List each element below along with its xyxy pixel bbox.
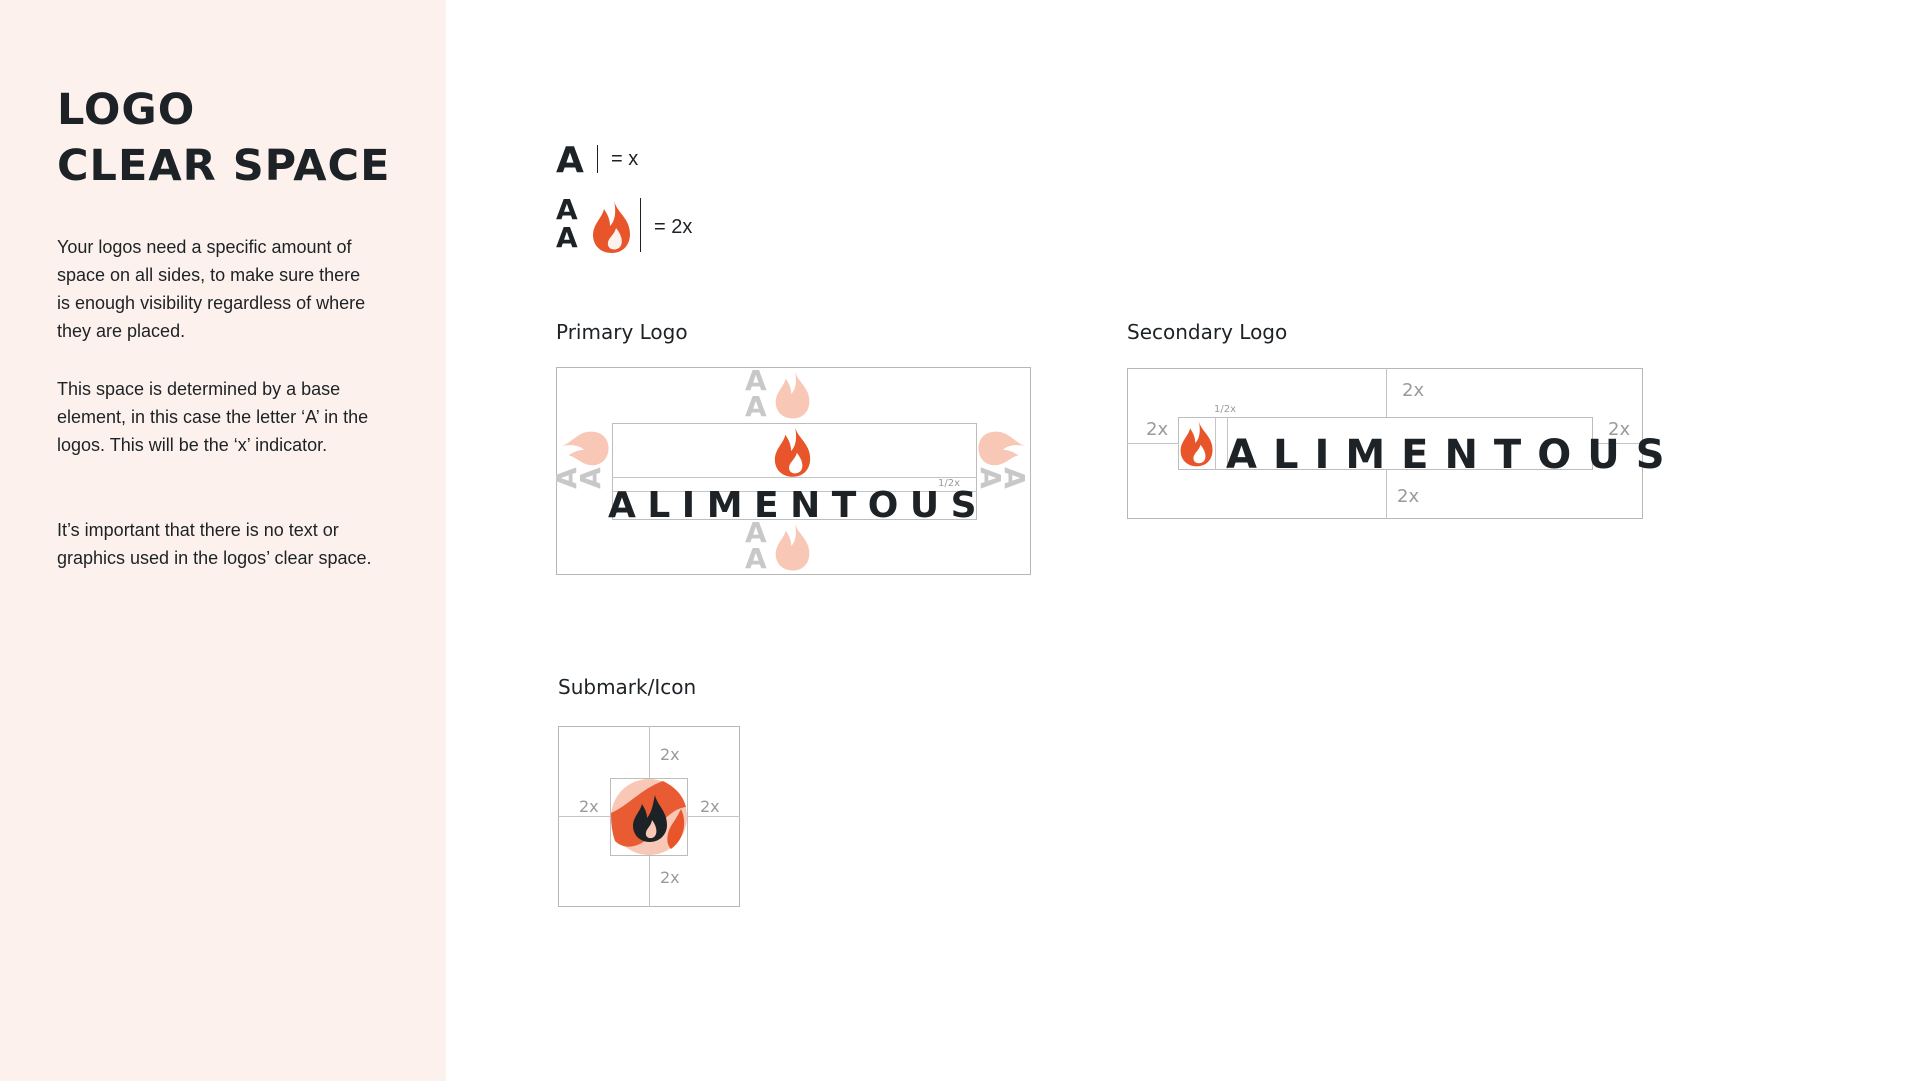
secondary-wordmark: ALIMENTOUS: [1226, 432, 1681, 478]
sidebar-panel: LOGO CLEAR SPACE Your logos need a speci…: [0, 0, 446, 1081]
secondary-right-spacing-label: 2x: [1608, 419, 1631, 440]
ghost-letter-bottom-1: A: [745, 516, 767, 549]
secondary-left-spacing-label: 2x: [1146, 419, 1169, 440]
secondary-half-guide-2: [1227, 417, 1228, 470]
secondary-half-guide-1: [1215, 417, 1216, 470]
primary-flame-icon: [774, 426, 811, 477]
legend-letter-2x-top: A: [556, 193, 578, 226]
primary-half-label: 1/2x: [938, 478, 961, 489]
legend-letter-2x-bottom: A: [556, 221, 578, 254]
primary-logo-divider-2: [612, 491, 977, 492]
secondary-flame-icon: [1180, 420, 1213, 467]
secondary-guide-top: [1386, 368, 1387, 418]
secondary-guide-left: [1127, 443, 1178, 444]
secondary-logo-label: Secondary Logo: [1127, 320, 1288, 344]
ghost-letter-bottom-2: A: [745, 542, 767, 575]
ghost-letter-top-1: A: [745, 364, 767, 397]
submark-label: Submark/Icon: [558, 675, 697, 699]
intro-paragraph: Your logos need a specific amount of spa…: [57, 237, 366, 341]
title-line-2: CLEAR SPACE: [57, 141, 391, 191]
secondary-logo-bounds: [1178, 417, 1593, 470]
submark-guide-left: [558, 816, 610, 817]
secondary-guide-bottom: [1386, 469, 1387, 519]
secondary-half-label: 1/2x: [1214, 404, 1237, 415]
title-line-1: LOGO: [57, 85, 196, 135]
legend-x-measure-line: [597, 145, 598, 173]
submark-guide-top: [649, 726, 650, 778]
ghost-letter-left-2: A: [573, 467, 607, 489]
primary-clear-space-frame: [556, 367, 1031, 575]
legend-2x-measure-line: [640, 198, 641, 252]
ghost-flame-right-icon: [978, 431, 1027, 466]
ghost-flame-left-icon: [560, 431, 609, 466]
submark-left-spacing-label: 2x: [579, 797, 599, 816]
clear-space-rule-paragraph: It’s important that there is no text or …: [57, 520, 372, 568]
secondary-guide-right: [1592, 443, 1643, 444]
ghost-letter-top-2: A: [745, 390, 767, 423]
primary-logo-label: Primary Logo: [556, 320, 688, 344]
primary-logo-divider-1: [612, 477, 977, 478]
submark-top-spacing-label: 2x: [660, 745, 680, 764]
legend-2x-label: = 2x: [654, 216, 693, 238]
submark-flame-icon: [611, 779, 687, 855]
secondary-top-spacing-label: 2x: [1402, 380, 1425, 401]
submark-icon-bounds: [610, 778, 688, 856]
page-title: LOGO CLEAR SPACE: [57, 82, 390, 194]
secondary-bottom-spacing-label: 2x: [1397, 486, 1420, 507]
ghost-letter-right-2: A: [997, 467, 1031, 489]
ghost-flame-bottom-icon: [775, 522, 810, 571]
ghost-flame-top-icon: [775, 370, 810, 419]
legend-letter-x: A: [556, 140, 584, 181]
submark-guide-right: [688, 816, 740, 817]
legend-flame-icon: [593, 200, 630, 253]
legend-x-label: = x: [611, 148, 639, 170]
submark-right-spacing-label: 2x: [700, 797, 720, 816]
submark-bottom-spacing-label: 2x: [660, 868, 680, 887]
base-element-paragraph: This space is determined by a base eleme…: [57, 379, 369, 455]
submark-guide-bottom: [649, 855, 650, 907]
primary-wordmark: ALIMENTOUS: [608, 485, 989, 526]
primary-logo-bounds: [612, 423, 977, 520]
